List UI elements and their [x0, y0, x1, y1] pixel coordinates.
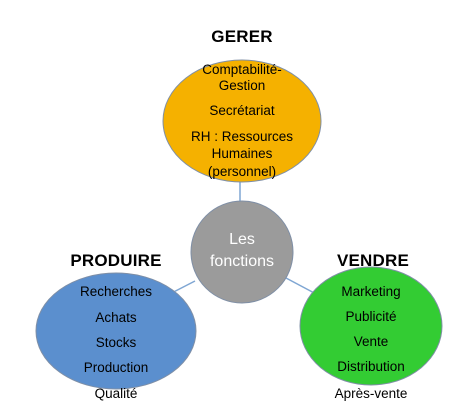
center-label-line-2: fonctions — [209, 253, 275, 270]
vendre-item: Après-vente — [334, 386, 408, 401]
produire-title: PRODUIRE — [70, 251, 162, 270]
center-label-line-1: Les — [229, 231, 255, 248]
vendre-item: Publicité — [345, 309, 397, 324]
produire-item: Recherches — [79, 284, 153, 299]
center-circle — [190, 200, 294, 304]
produire-ellipse — [35, 272, 197, 390]
vendre-item: Vente — [353, 334, 389, 349]
produire-item: Qualité — [94, 386, 138, 401]
produire-item: Stocks — [95, 335, 137, 350]
vendre-item: Distribution — [337, 359, 405, 374]
gerer-title: GERER — [211, 27, 273, 46]
vendre-title: VENDRE — [336, 251, 410, 270]
vendre-ellipse — [299, 266, 443, 386]
produire-item: Production — [83, 360, 149, 375]
gerer-item: Humaines — [211, 146, 273, 161]
vendre-item: Marketing — [341, 284, 401, 299]
produire-item: Achats — [95, 310, 137, 325]
gerer-ellipse — [162, 59, 322, 183]
gerer-item: Gestion — [218, 78, 266, 93]
gerer-item: RH : Ressources — [190, 129, 294, 144]
gerer-item: (personnel) — [207, 164, 277, 179]
gerer-item: Comptabilité- — [202, 62, 282, 77]
gerer-item: Secrétariat — [209, 103, 275, 118]
